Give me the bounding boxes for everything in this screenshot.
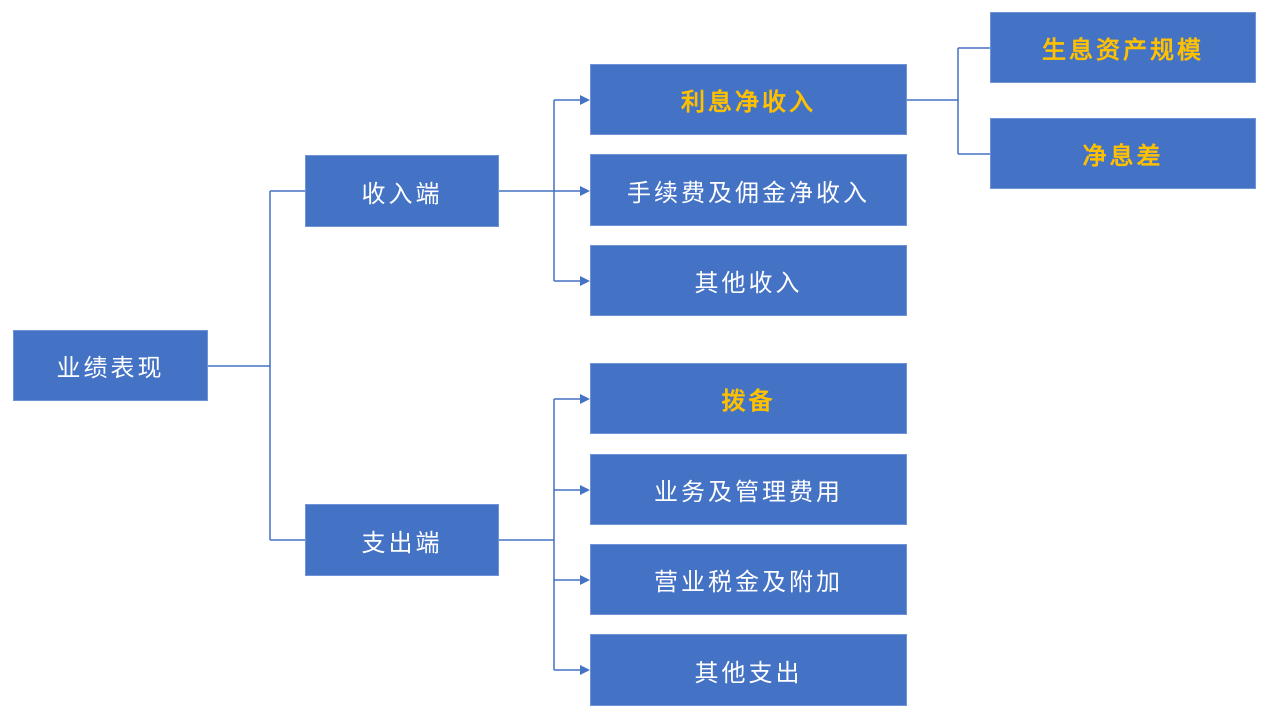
arrow-to-fee (580, 186, 590, 196)
node-interest-earning-assets: 生息资产规模 (990, 12, 1256, 83)
arrow-to-provision (580, 394, 590, 404)
arrow-to-tax (580, 575, 590, 585)
node-other-expense: 其他支出 (590, 634, 907, 706)
node-operating-expense: 业务及管理费用 (590, 454, 907, 525)
connector-root-bus (208, 190, 305, 541)
connector-nii-bus (907, 47, 990, 155)
arrow-to-other-expense (580, 665, 590, 675)
arrow-to-opex (580, 485, 590, 495)
node-other-income: 其他收入 (590, 245, 907, 316)
connector-expense-bus (499, 398, 580, 671)
node-tax-surcharge: 营业税金及附加 (590, 544, 907, 615)
node-net-interest-margin: 净息差 (990, 118, 1256, 189)
node-fee-commission-income: 手续费及佣金净收入 (590, 154, 907, 226)
node-income: 收入端 (305, 155, 499, 227)
connector-income-bus (499, 99, 580, 282)
node-expense: 支出端 (305, 504, 499, 576)
node-performance: 业绩表现 (13, 330, 208, 401)
node-net-interest-income: 利息净收入 (590, 64, 907, 135)
arrow-to-nii (580, 95, 590, 105)
node-provision: 拨备 (590, 363, 907, 434)
arrow-to-other-income (580, 276, 590, 286)
